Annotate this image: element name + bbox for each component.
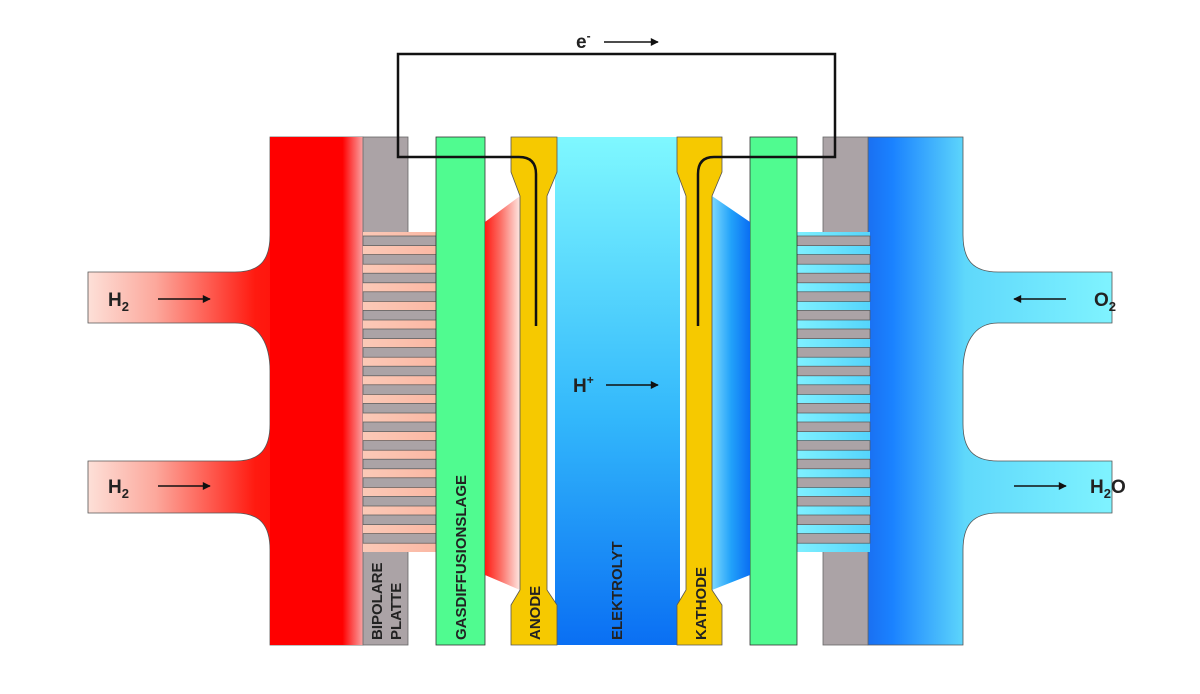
cathode xyxy=(676,136,723,646)
bipolar-rib xyxy=(362,514,437,525)
bipolar-rib xyxy=(796,272,871,284)
bipolar-rib xyxy=(796,421,871,432)
h2-inlet-label-top: H2 xyxy=(108,290,129,314)
o2-inlet-label: O2 xyxy=(1094,290,1116,314)
bipolar-rib xyxy=(362,291,437,302)
bipolar-rib xyxy=(362,440,437,451)
gas-diffusion-layer-right xyxy=(749,136,798,646)
bipolar-rib xyxy=(796,477,871,488)
bipolar-rib xyxy=(362,272,437,284)
h2-inlet-label-bottom: H2 xyxy=(108,477,129,501)
bipolar-rib xyxy=(796,328,871,339)
anode xyxy=(510,136,558,646)
bipolar-rib xyxy=(796,310,871,321)
cathode-label: KATHODE xyxy=(693,567,710,640)
bipolar-rib xyxy=(796,347,871,358)
bipolar-rib xyxy=(362,235,437,246)
bipolar-rib xyxy=(796,440,871,451)
bipolar-rib xyxy=(796,384,871,395)
bipolar-rib xyxy=(362,533,437,544)
bipolar-rib xyxy=(362,310,437,321)
anode-label: ANODE xyxy=(527,586,544,640)
bipolar-rib xyxy=(362,328,437,339)
bipolar-rib xyxy=(362,347,437,358)
bipolar-rib xyxy=(796,403,871,414)
cathode-catalyst-channel xyxy=(712,196,750,590)
oxygen-manifold xyxy=(867,136,1113,646)
bipolar-rib xyxy=(362,365,437,377)
bipolar-plate-label-line1: BIPOLARE xyxy=(369,562,386,640)
gas-diffusion-layer-left xyxy=(435,136,486,646)
bipolar-rib xyxy=(796,533,871,544)
hydrogen-flow-field xyxy=(270,137,363,645)
bipolar-rib xyxy=(362,384,437,395)
electrolyte xyxy=(555,137,680,645)
anode-catalyst-channel xyxy=(485,196,520,590)
bipolar-rib xyxy=(796,458,871,470)
bipolar-rib xyxy=(362,458,437,470)
bipolar-plate-ribs-left xyxy=(362,235,437,544)
electrolyte-label: ELEKTROLYT xyxy=(609,541,626,640)
external-circuit-wire xyxy=(396,52,837,326)
bipolar-plate-label-line2: PLATTE xyxy=(388,583,405,640)
bipolar-rib xyxy=(362,496,437,507)
electron-label: e- xyxy=(576,29,591,53)
gas-diffusion-layer-label: GASDIFFUSIONSLAGE xyxy=(453,475,470,640)
bipolar-rib xyxy=(362,403,437,414)
bipolar-plate-ribs-right xyxy=(796,235,871,544)
bipolar-rib xyxy=(362,254,437,265)
bipolar-rib xyxy=(796,365,871,377)
bipolar-rib xyxy=(796,291,871,302)
bipolar-rib xyxy=(796,254,871,265)
proton-label: H+ xyxy=(573,373,594,397)
bipolar-rib xyxy=(796,496,871,507)
h2o-outlet-label: H2O xyxy=(1090,477,1126,501)
bipolar-rib xyxy=(796,514,871,525)
bipolar-rib xyxy=(796,235,871,246)
bipolar-rib xyxy=(362,477,437,488)
bipolar-rib xyxy=(362,421,437,432)
